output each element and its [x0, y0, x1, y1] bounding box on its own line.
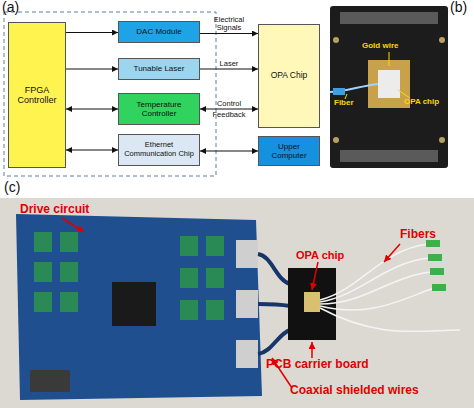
chip-die	[378, 70, 400, 98]
annotation-label: Gold wire	[362, 42, 422, 51]
connector-arrow	[66, 32, 118, 33]
annotation-label: Coaxial shielded wires	[290, 384, 470, 397]
opa-chip-photo	[304, 292, 320, 312]
green-module	[206, 268, 224, 288]
panel-label: (c)	[4, 180, 34, 195]
connector-arrow	[200, 68, 258, 69]
leader-arrow	[62, 218, 84, 232]
board-connector	[236, 240, 258, 268]
green-module	[180, 236, 198, 256]
pcb-board	[330, 6, 448, 168]
edge-label: Control	[204, 100, 254, 108]
box-text: DAC Module	[134, 27, 183, 36]
process-box: Ethernet Communication Chip	[118, 134, 200, 166]
green-module	[180, 300, 198, 320]
panel-label: (a)	[2, 0, 32, 15]
process-box: Tunable Laser	[118, 58, 200, 80]
board-connector	[30, 370, 70, 392]
annotation-label: OPA chip	[296, 249, 366, 261]
box-text: Temperature Controller	[119, 100, 199, 118]
fiber-line	[320, 288, 434, 310]
fiber-holder	[333, 88, 345, 95]
photo-background	[0, 198, 474, 408]
annotation-label: Feedback	[204, 111, 254, 119]
box-text: OPA Chip	[269, 71, 310, 81]
fiber-connector	[432, 284, 446, 291]
board-connector	[340, 150, 438, 162]
leader-line	[398, 90, 410, 98]
leader-arrow	[311, 342, 313, 358]
fpga-chip	[112, 282, 156, 326]
box-text: Ethernet Communication Chip	[119, 141, 199, 158]
green-module	[206, 236, 224, 256]
coax-cable	[258, 254, 290, 284]
green-module	[34, 292, 52, 312]
coax-cable	[258, 304, 290, 306]
connector-arrow	[200, 33, 258, 34]
fiber-connector	[426, 240, 440, 247]
process-box: Temperature Controller	[118, 93, 200, 125]
green-module	[60, 262, 78, 282]
leader-arrow	[384, 244, 400, 262]
green-module	[34, 232, 52, 252]
fiber-connector	[430, 268, 444, 275]
leader-arrow	[312, 262, 318, 290]
fiber-line	[320, 272, 432, 304]
annotation-label: Drive circuit	[20, 203, 120, 216]
edge-label: Laser	[204, 60, 254, 68]
annotation-label: PCB carrier board	[266, 358, 396, 371]
box-text: FPGA Controller	[9, 85, 65, 106]
annotation-label: Fibers	[400, 228, 460, 241]
process-box: FPGA Controller	[8, 22, 66, 168]
screw-hole	[439, 137, 445, 143]
process-box: OPA Chip	[258, 24, 320, 128]
board-connector	[236, 340, 258, 368]
panel-label: (b)	[450, 0, 474, 15]
connector-arrow	[66, 68, 118, 69]
box-text: Tunable Laser	[132, 64, 187, 73]
connector-arrow	[200, 108, 258, 109]
drive-board	[16, 214, 262, 400]
annotation-label: OPA chip	[404, 98, 448, 107]
dashed-enclosure	[4, 12, 216, 176]
annotation-label: Fiber	[334, 99, 368, 108]
screw-hole	[439, 37, 445, 43]
green-module	[180, 268, 198, 288]
process-box: Upper Computer	[258, 136, 320, 166]
board-connector	[340, 12, 438, 24]
coax-cable	[258, 330, 290, 354]
process-box: DAC Module	[118, 21, 200, 43]
connector-arrow	[200, 150, 258, 151]
connector-arrow	[66, 108, 118, 109]
green-module	[206, 300, 224, 320]
edge-label: Electrical Signals	[204, 16, 254, 33]
fiber-connector	[428, 254, 442, 261]
screw-hole	[333, 37, 339, 43]
fiber-line	[320, 308, 460, 331]
screw-hole	[333, 137, 339, 143]
green-module	[34, 262, 52, 282]
leader-line	[389, 52, 390, 66]
green-module	[60, 232, 78, 252]
board-connector	[236, 290, 258, 318]
green-module	[60, 292, 78, 312]
box-text: Upper Computer	[259, 142, 319, 160]
connector-arrow	[66, 149, 118, 150]
